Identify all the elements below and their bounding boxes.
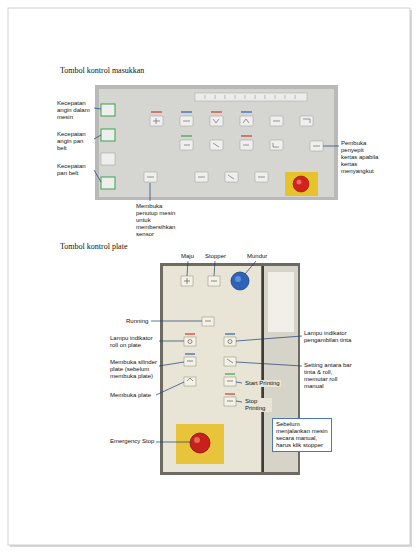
- callout-label: Running: [126, 318, 148, 325]
- callout-label: Membuka plate: [110, 392, 151, 399]
- callout-label: Mundur: [247, 253, 267, 260]
- callout-label: Start Printing: [244, 380, 281, 387]
- section-heading: Tombol kontrol plate: [60, 242, 127, 252]
- callout-label: Membuka silinder plate (sebelum membuka …: [110, 359, 158, 380]
- section-heading: Tombol kontrol masukkan: [60, 66, 144, 76]
- callout-label: Maju: [181, 253, 194, 260]
- note-box: Sebelum menjalankan mesin secara manual,…: [272, 418, 332, 452]
- callout-label: Lampu indikator pengambilan tinta: [304, 330, 352, 344]
- callout-label: Pembuka penyepit kertas apabila kertas m…: [341, 140, 381, 175]
- callout-label: Kecepatan angin pan belt: [57, 131, 94, 152]
- input-panel-photo: [95, 85, 338, 200]
- callout-label: Membuka penutup mesin untuk membersihkan…: [136, 203, 184, 238]
- callout-label: Emergency Stop: [110, 438, 154, 445]
- callout-label: Setting antara bar tinta & roll, memutar…: [304, 362, 352, 390]
- leader-lines: [94, 108, 339, 442]
- callout-label: Lampu indikator roll on plate: [110, 335, 158, 349]
- callout-label: Stop Printing: [244, 398, 272, 412]
- callout-label: Stopper: [205, 253, 226, 260]
- note-text: Sebelum menjalankan mesin secara manual,…: [276, 421, 328, 449]
- callout-label: Kecepatan angin dalam mesin: [57, 100, 94, 121]
- page-sheet: [8, 8, 410, 545]
- callout-label: Kecepatan pan belt: [57, 163, 94, 177]
